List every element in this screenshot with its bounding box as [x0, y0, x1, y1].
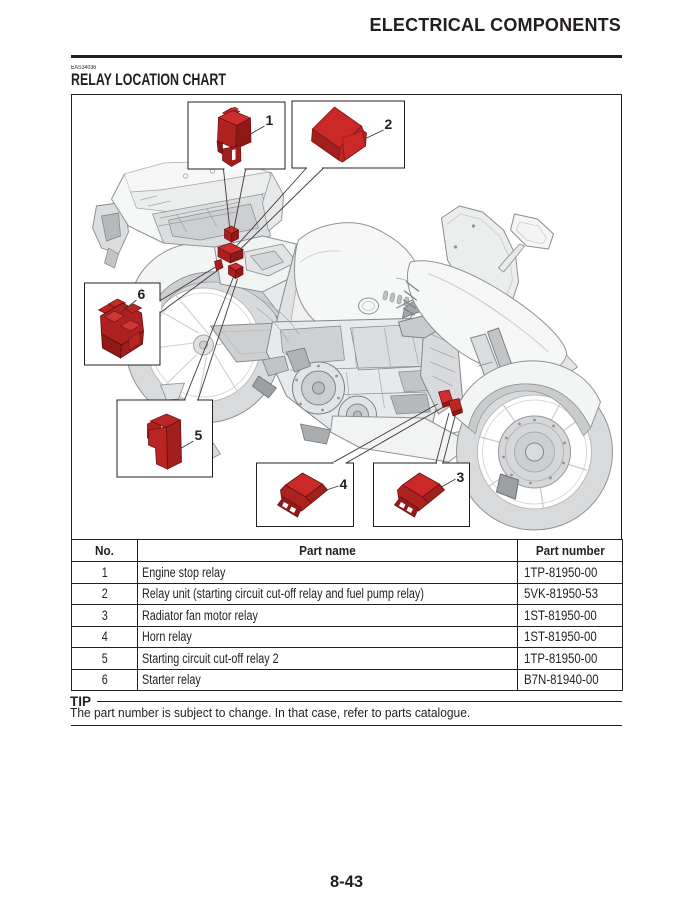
- svg-text:4: 4: [340, 476, 348, 492]
- svg-text:5: 5: [195, 427, 203, 443]
- svg-text:6: 6: [138, 286, 146, 302]
- svg-text:1: 1: [266, 112, 274, 128]
- svg-text:3: 3: [457, 469, 465, 485]
- svg-text:2: 2: [385, 116, 393, 132]
